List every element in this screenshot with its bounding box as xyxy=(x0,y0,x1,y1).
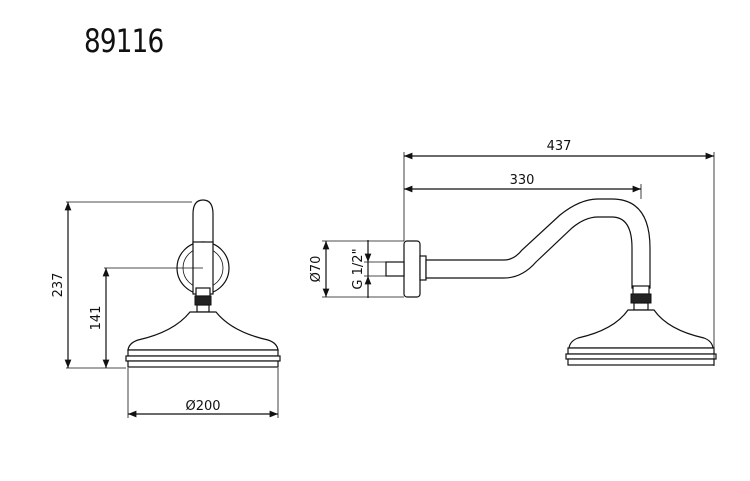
dim-projection-arm: 330 xyxy=(510,173,535,188)
front-head-rim-1 xyxy=(127,349,279,357)
front-nut-knurl xyxy=(194,295,212,306)
side-flange-collar xyxy=(419,255,427,281)
dim-projection-total: 437 xyxy=(547,139,572,154)
side-view xyxy=(385,198,717,366)
side-arm-pipe xyxy=(425,198,651,289)
side-nut-top xyxy=(632,285,650,295)
dim-thread: G 1/2" xyxy=(351,248,366,289)
front-dimensions: 237 141 Ø200 xyxy=(51,201,279,418)
side-flange xyxy=(403,240,421,298)
side-head-dome xyxy=(568,309,714,349)
front-head-rim-2 xyxy=(125,355,281,362)
side-head-rim-2 xyxy=(565,353,717,360)
front-nut-bottom xyxy=(196,304,210,313)
side-dimensions: 437 330 Ø70 G 1/2" xyxy=(309,139,715,366)
side-thread xyxy=(385,261,405,277)
dim-head-diameter: Ø200 xyxy=(185,399,220,414)
front-head-faceplate xyxy=(127,360,279,368)
front-view xyxy=(125,199,281,368)
dim-arm-height: 141 xyxy=(89,306,104,331)
side-nut-bottom xyxy=(633,302,649,311)
front-nut-top xyxy=(195,287,211,297)
side-head-faceplate xyxy=(567,358,715,366)
dim-flange-diameter: Ø70 xyxy=(309,256,324,283)
model-number: 89116 xyxy=(84,22,164,60)
dim-total-height: 237 xyxy=(51,273,66,298)
side-nut-knurl xyxy=(630,293,652,304)
front-head-dome xyxy=(127,311,279,351)
side-head-rim-1 xyxy=(567,347,715,355)
